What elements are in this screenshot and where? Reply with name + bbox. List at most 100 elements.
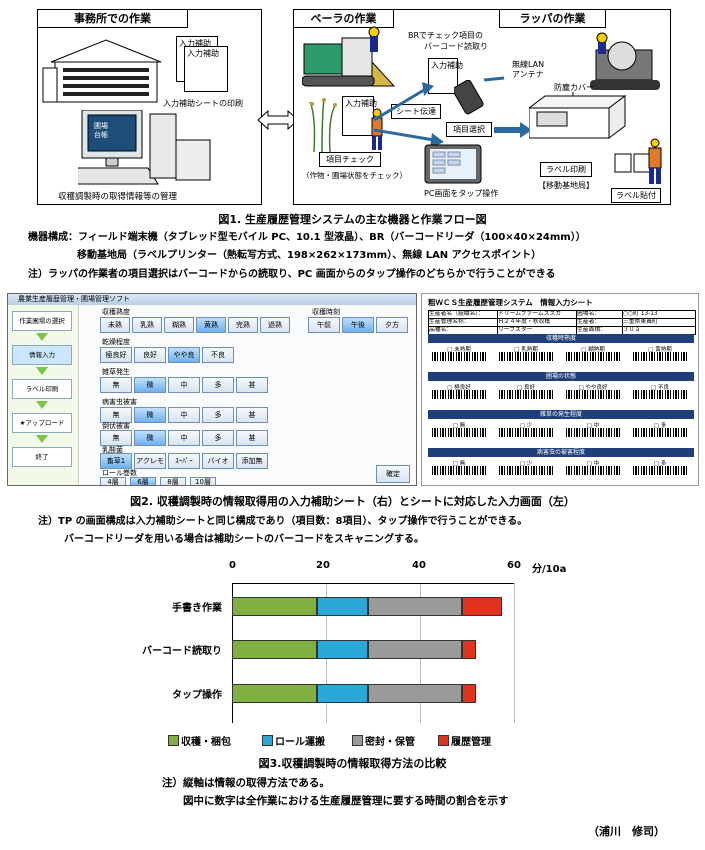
field-btn-2[interactable]: やや良 bbox=[168, 347, 200, 363]
screen-main: 収穫熟度 未熟 乳熟 糊熟 黄熟 完熟 過熟 収穫時刻 午前 午後 夕方 乾燥程… bbox=[80, 305, 416, 485]
barcode-icon bbox=[566, 466, 620, 475]
disease-btn-0[interactable]: 無 bbox=[100, 407, 132, 423]
sheet-sec4-item-0[interactable]: □ 無 bbox=[430, 459, 488, 479]
x-tick-0: 0 bbox=[229, 560, 236, 571]
barcode-icon bbox=[633, 428, 687, 437]
disease-btn-2[interactable]: 中 bbox=[168, 407, 200, 423]
legend-1: ロール運搬 bbox=[262, 733, 325, 748]
sheet-sec2-item-2[interactable]: □ やや良好 bbox=[564, 383, 622, 403]
lodging-btn-0[interactable]: 無 bbox=[100, 430, 132, 446]
additive-btn-3[interactable]: バイオ bbox=[202, 453, 234, 469]
additive-btn-0[interactable]: 畜草1 bbox=[100, 453, 132, 469]
weed-btn-3[interactable]: 多 bbox=[202, 377, 234, 393]
layers-btn-2[interactable]: 8層 bbox=[160, 477, 186, 485]
lodging-btn-1[interactable]: 微 bbox=[134, 430, 166, 446]
sheet-sec2-item-1[interactable]: □ 良好 bbox=[497, 383, 555, 403]
arrow-to-base bbox=[494, 122, 532, 138]
barcode-icon bbox=[432, 390, 486, 399]
barcode-icon bbox=[499, 390, 553, 399]
field-section-label: 乾燥程度 bbox=[102, 338, 130, 346]
fig3-caption: 図3.収穫調製時の情報取得方法の比較 bbox=[258, 757, 447, 770]
monitor-text: 圃場台帳 bbox=[94, 122, 108, 139]
field-btn-3[interactable]: 不良 bbox=[202, 347, 234, 363]
layers-btn-1[interactable]: 6層 bbox=[130, 477, 156, 485]
side-info-input[interactable]: 情報入力 bbox=[12, 345, 72, 365]
side-select-field[interactable]: 作業圃場の選択 bbox=[12, 311, 72, 331]
additive-section-label: 乳酸菌 bbox=[102, 446, 123, 454]
side-arrow-2 bbox=[36, 367, 48, 375]
item-check-sub: （作物・圃場状態をチェック） bbox=[302, 171, 407, 180]
field-btn-0[interactable]: 極良好 bbox=[100, 347, 132, 363]
sheet-transfer-label: シート伝達 bbox=[391, 104, 441, 119]
layers-btn-3[interactable]: 10層 bbox=[190, 477, 216, 485]
weed-btn-1[interactable]: 微 bbox=[134, 377, 166, 393]
maturity-btn-0[interactable]: 未熟 bbox=[100, 317, 130, 333]
print-sheet-label: 入力補助シートの印刷 bbox=[163, 99, 243, 108]
stick-worker-icon bbox=[648, 138, 662, 184]
layers-section-label: ロール巻数 bbox=[102, 469, 137, 477]
sheet-sec4-item-2[interactable]: □ 中 bbox=[564, 459, 622, 479]
sheet-sec3-item-3[interactable]: □ 多 bbox=[631, 421, 689, 441]
sheet-sec1-item-0[interactable]: □ 未熟期 bbox=[430, 345, 488, 365]
lodging-btn-3[interactable]: 多 bbox=[202, 430, 234, 446]
lodging-btn-4[interactable]: 甚 bbox=[236, 430, 268, 446]
side-exit[interactable]: 終了 bbox=[12, 447, 72, 467]
disease-btn-4[interactable]: 甚 bbox=[236, 407, 268, 423]
sheet-sec4-item-1[interactable]: □ 少 bbox=[497, 459, 555, 479]
lodging-section-label: 倒伏被害 bbox=[102, 422, 130, 430]
weed-btn-0[interactable]: 無 bbox=[100, 377, 132, 393]
maturity-btn-4[interactable]: 完熟 bbox=[228, 317, 258, 333]
bar-0-1 bbox=[316, 597, 369, 616]
author: （浦川 修司） bbox=[588, 825, 665, 838]
sheet-sec2-item-0[interactable]: □ 極良好 bbox=[430, 383, 488, 403]
item-check-label: 項目チェック bbox=[319, 152, 381, 167]
additive-btn-4[interactable]: 添加無 bbox=[236, 453, 268, 469]
disease-btn-3[interactable]: 多 bbox=[202, 407, 234, 423]
disease-btn-1[interactable]: 微 bbox=[134, 407, 166, 423]
sheet-sec1-item-2[interactable]: □ 糊熟期 bbox=[564, 345, 622, 365]
sheet-sec4-item-3[interactable]: □ 多 bbox=[631, 459, 689, 479]
time-btn-0[interactable]: 午前 bbox=[308, 317, 340, 333]
screen-titlebar: 農業生産履歴管理・圃場管理ソフト bbox=[8, 294, 416, 305]
sheet-sec3-item-0[interactable]: □ 無 bbox=[430, 421, 488, 441]
confirm-button[interactable]: 確定 bbox=[376, 465, 410, 483]
br-check-label: BRでチェック項目の バーコード読取り bbox=[408, 31, 488, 51]
sheet-sec3-item-2[interactable]: □ 中 bbox=[564, 421, 622, 441]
side-label-print[interactable]: ラベル印刷 bbox=[12, 379, 72, 399]
fig1-spec3: 注）ラッパの作業者の項目選択はバーコードからの読取り、PC 画面からのタップ操作… bbox=[28, 269, 556, 280]
weed-btn-2[interactable]: 中 bbox=[168, 377, 200, 393]
br-sheet: 入力補助 bbox=[428, 58, 463, 94]
y-cat-1: バーコード読取り bbox=[142, 646, 222, 657]
maturity-btn-5[interactable]: 過熟 bbox=[260, 317, 290, 333]
sheet-info-table: 生産者名（組織名）：ドリームファームスズカ圃場名：○○町 13-13 生産管理名… bbox=[428, 310, 696, 335]
side-upload[interactable]: ★アップロード bbox=[12, 413, 72, 433]
sheet-sec1-item-3[interactable]: □ 黄熟期 bbox=[631, 345, 689, 365]
maturity-btn-2[interactable]: 糊熟 bbox=[164, 317, 194, 333]
barcode-icon bbox=[633, 390, 687, 399]
sheet-sec2-item-3[interactable]: □ 不良 bbox=[631, 383, 689, 403]
bar-1-0 bbox=[232, 640, 317, 659]
time-btn-1[interactable]: 午後 bbox=[342, 317, 374, 333]
field-panel: ベーラの作業 ラッパの作業 入力補助 項目チェック （作物・圃場状態をチェック）… bbox=[293, 9, 671, 205]
lodging-btn-2[interactable]: 中 bbox=[168, 430, 200, 446]
sheet-sec2-header: 圃場の状態 bbox=[428, 372, 694, 381]
sheet-sec1-item-1[interactable]: □ 乳熟期 bbox=[497, 345, 555, 365]
layers-btn-0[interactable]: 4層 bbox=[100, 477, 126, 485]
sheet-sec3-item-1[interactable]: □ 少 bbox=[497, 421, 555, 441]
label-stick-label: ラベル貼付 bbox=[611, 188, 661, 203]
fig2-caption: 図2. 収穫調製時の情報取得用の入力補助シート（右）とシートに対応した入力画面（… bbox=[130, 495, 575, 508]
additive-btn-1[interactable]: アクレモ bbox=[134, 453, 166, 469]
disease-section-label: 病害虫被害 bbox=[102, 398, 137, 406]
input-sheet-2: 入力補助 bbox=[184, 46, 228, 92]
maturity-btn-3[interactable]: 黄熟 bbox=[196, 317, 226, 333]
fig1-spec2: 移動基地局（ラベルプリンター（熱転写方式、198×262×173mm）、無線 L… bbox=[77, 250, 542, 261]
time-btn-2[interactable]: 夕方 bbox=[376, 317, 408, 333]
additive-btn-2[interactable]: ｽｰﾊﾟｰ bbox=[168, 453, 200, 469]
maturity-btn-1[interactable]: 乳熟 bbox=[132, 317, 162, 333]
side-arrow-1 bbox=[36, 333, 48, 341]
weed-section-label: 雑草発生 bbox=[102, 368, 130, 376]
field-btn-1[interactable]: 良好 bbox=[134, 347, 166, 363]
legend-swatch-3 bbox=[438, 735, 449, 746]
weed-btn-4[interactable]: 甚 bbox=[236, 377, 268, 393]
